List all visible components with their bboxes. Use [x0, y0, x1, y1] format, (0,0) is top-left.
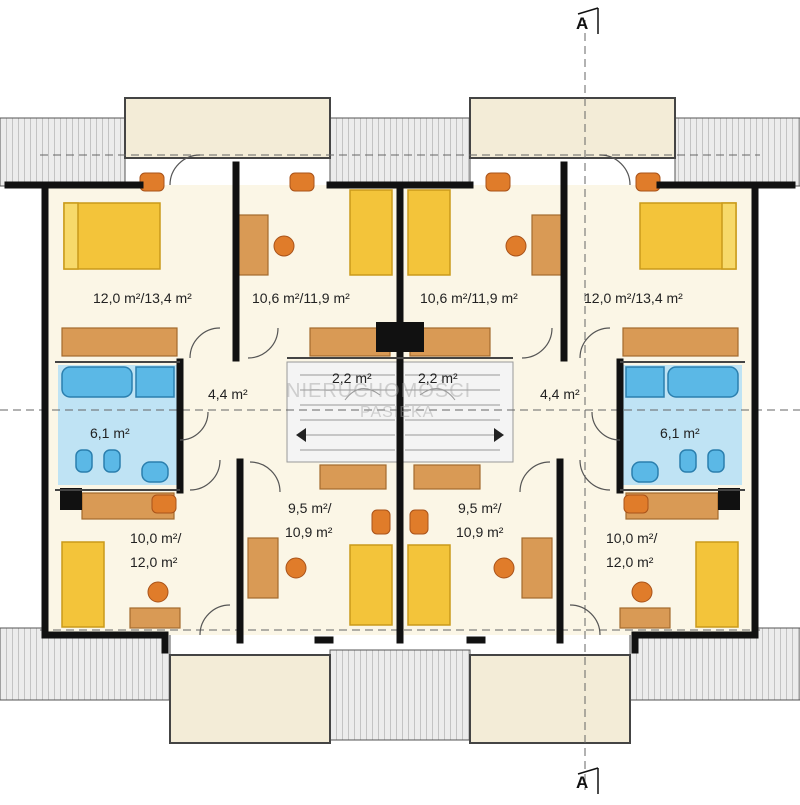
area-label-room-bottom-right-2: 10,9 m²: [456, 524, 504, 540]
area-label-bedroom-bottom-left-1: 10,0 m²/: [130, 530, 182, 546]
area-label-room-top-left: 10,6 m²/11,9 m²: [252, 290, 350, 306]
area-label-room-bottom-left-2: 10,9 m²: [285, 524, 333, 540]
stair-arrow-left-icon: [296, 428, 306, 442]
section-label-top: A: [576, 14, 589, 33]
section-marker-bottom-icon: [577, 767, 599, 794]
door-swings: [169, 154, 631, 636]
area-label-room-top-right: 10,6 m²/11,9 m²: [420, 290, 518, 306]
stair-arrow-right-icon: [494, 428, 504, 442]
chairs: [139, 172, 661, 603]
walls: [4, 161, 796, 654]
section-label-bottom: A: [576, 773, 589, 792]
bathroom-fixtures: [61, 366, 739, 483]
area-label-bathroom-right: 6,1 m²: [660, 425, 700, 441]
section-marker-top-icon: [577, 7, 599, 34]
area-label-hall-right: 4,4 m²: [540, 386, 580, 402]
area-label-bathroom-left: 6,1 m²: [90, 425, 130, 441]
roof-eaves: [0, 117, 800, 741]
watermark-line2: PASIEKA: [360, 404, 435, 421]
guide-lines: [0, 20, 800, 790]
area-label-bedroom-top-left: 12,0 m²/13,4 m²: [93, 290, 192, 306]
area-label-stair-left: 2,2 m²: [332, 370, 372, 386]
area-label-room-bottom-left-1: 9,5 m²/: [288, 500, 332, 516]
area-label-hall-left: 4,4 m²: [208, 386, 248, 402]
area-label-room-bottom-right-1: 9,5 m²/: [458, 500, 502, 516]
thin-walls: [55, 357, 745, 491]
area-label-stair-right: 2,2 m²: [418, 370, 458, 386]
watermark-line1: NIERUCHOMOŚCI: [286, 380, 472, 402]
area-label-bedroom-bottom-left-2: 12,0 m²: [130, 554, 178, 570]
area-label-bedroom-top-right: 12,0 m²/13,4 m²: [584, 290, 683, 306]
area-label-bedroom-bottom-right-1: 10,0 m²/: [606, 530, 658, 546]
area-label-bedroom-bottom-right-2: 12,0 m²: [606, 554, 654, 570]
beds: [61, 189, 739, 628]
balconies: [124, 97, 676, 744]
